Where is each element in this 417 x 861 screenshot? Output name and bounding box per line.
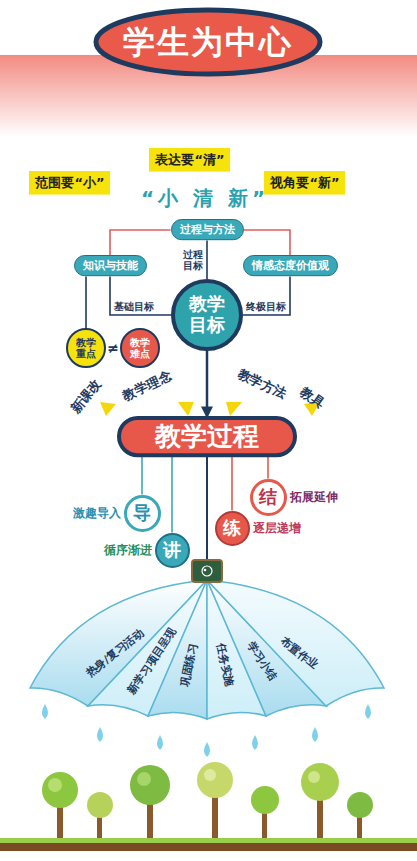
difficulty-circle: 教学难点 [120, 328, 160, 368]
connector [243, 277, 290, 315]
goal-pill: 知识与技能 [74, 255, 147, 276]
node-text: 教学难点 [130, 337, 150, 360]
edge-label: 基础目标 [114, 301, 154, 313]
note-box: 范围要“小” [29, 171, 110, 195]
edge-label-holder: 终极目标 [246, 301, 286, 313]
free-label: 新课改 [67, 376, 104, 416]
title-banner [96, 10, 320, 74]
connector [206, 241, 208, 279]
connector [85, 277, 87, 328]
grass [0, 838, 417, 843]
edge-label-holder: 过程目标 [183, 249, 203, 271]
edge-label-holder: 基础目标 [114, 301, 154, 313]
title-holder: 学生为中心 [123, 23, 293, 61]
note-box: 表达要“清” [149, 148, 230, 172]
connector [110, 230, 171, 255]
step-badge: 导激趣导入 [73, 495, 161, 532]
step-badge: 结拓展延伸 [250, 479, 338, 516]
edge-label: 过程目标 [183, 249, 203, 271]
node-text: 过程与方法 [180, 223, 235, 236]
pointer-triangles [100, 402, 320, 416]
ground [0, 843, 417, 851]
free-label: 教学方法 [235, 366, 289, 402]
node-text: 视角要“新” [270, 175, 339, 191]
free-label: 教学理念 [120, 368, 174, 404]
badge-circle: 导 [124, 495, 161, 532]
label-holder: 教学理念 [120, 368, 174, 404]
umbrella [30, 580, 384, 719]
label-holder: ≠ [107, 340, 119, 357]
badge-letter: 讲 [163, 539, 181, 561]
badge-letter: 导 [133, 502, 151, 524]
badge-circle: 练 [215, 511, 250, 546]
node-text: 知识与技能 [83, 259, 138, 272]
node-text: 表达要“清” [155, 152, 224, 168]
node-text: 教学重点 [76, 337, 96, 360]
focus-circle: 教学重点 [66, 328, 106, 368]
step-heading: 激趣导入 [73, 506, 121, 520]
node-text: 情感态度价值观 [252, 259, 329, 272]
connector [171, 455, 173, 533]
connector [206, 351, 209, 416]
free-label: “小 清 新” [141, 186, 269, 210]
step-heading: 拓展延伸 [290, 490, 338, 504]
step-badge: 练逐层递增 [215, 511, 301, 546]
step-heading: 循序渐进 [104, 543, 152, 557]
free-label: ≠ [107, 340, 119, 357]
trees [42, 762, 373, 840]
blackboard-icon [192, 560, 222, 582]
process-pill: 教学过程 [117, 416, 297, 457]
label-holder: 教具 [297, 384, 327, 412]
goal-pill: 过程与方法 [171, 219, 244, 240]
edge-label: 终极目标 [246, 301, 286, 313]
raindrops [42, 704, 371, 757]
goal-pill: 情感态度价值观 [243, 255, 338, 276]
note-box: 视角要“新” [264, 171, 345, 195]
label-holder: 教学方法 [235, 366, 289, 402]
badge-circle: 结 [250, 479, 287, 516]
node-text: 范围要“小” [35, 175, 104, 191]
connector [141, 455, 143, 495]
connector [244, 230, 291, 255]
badge-letter: 结 [259, 486, 277, 508]
goal-circle: 教学目标 [171, 279, 243, 351]
title: 学生为中心 [123, 23, 293, 61]
node-text: 教学过程 [145, 421, 269, 452]
step-heading: 逐层递增 [253, 521, 301, 535]
node-text: 教学目标 [189, 294, 225, 335]
label-holder: 新课改 [67, 376, 104, 416]
stem-line [206, 450, 208, 561]
badge-letter: 练 [223, 517, 241, 539]
step-badge: 讲循序渐进 [104, 533, 190, 568]
badge-circle: 讲 [155, 533, 190, 568]
connector [231, 455, 233, 511]
connector [110, 277, 171, 315]
free-label: 教具 [297, 384, 327, 412]
label-holder: “小 清 新” [141, 186, 269, 210]
connector [267, 455, 269, 479]
